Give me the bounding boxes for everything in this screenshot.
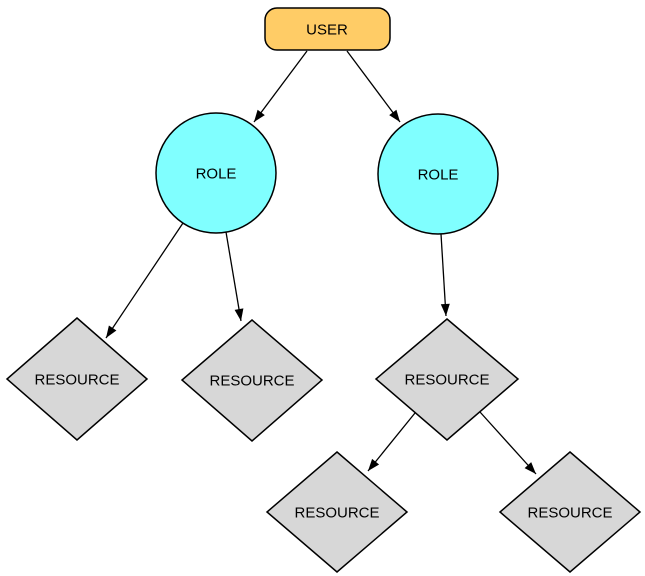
resource-right-node-label: RESOURCE [404,372,489,389]
edge-role-right-resource [440,233,447,317]
resource-right-node [374,318,520,441]
arrowhead-icon [389,109,400,122]
edge-role-left-resource-2 [225,231,242,322]
arrowhead-icon [234,308,244,321]
arrowhead-icon [524,462,536,474]
resource-left-1-node [5,317,149,441]
user-node-label: USER [306,22,348,39]
role-left-node [155,112,277,234]
arrowhead-icon [106,325,117,338]
edge-role-left-resource-1 [105,222,184,339]
arrowhead-icon [368,458,380,471]
edge-resource-right-sub-left [367,412,416,472]
role-left-node-label: ROLE [196,166,237,183]
resource-sub-left-node-label: RESOURCE [294,505,379,522]
resource-sub-right-node-label: RESOURCE [527,505,612,522]
edge-resource-right-sub-right [479,411,537,475]
role-right-node-label: ROLE [418,167,459,184]
user-node [264,7,391,51]
resource-left-1-node-label: RESOURCE [34,372,119,389]
role-right-node [377,113,499,235]
arrowhead-icon [254,109,265,122]
edge-user-role-right [346,50,401,123]
resource-left-2-node [180,319,324,442]
arrowhead-icon [440,303,450,316]
resource-sub-right-node [498,451,642,573]
resource-sub-left-node [265,451,409,573]
resource-left-2-node-label: RESOURCE [209,373,294,390]
edge-user-role-left [253,50,308,123]
